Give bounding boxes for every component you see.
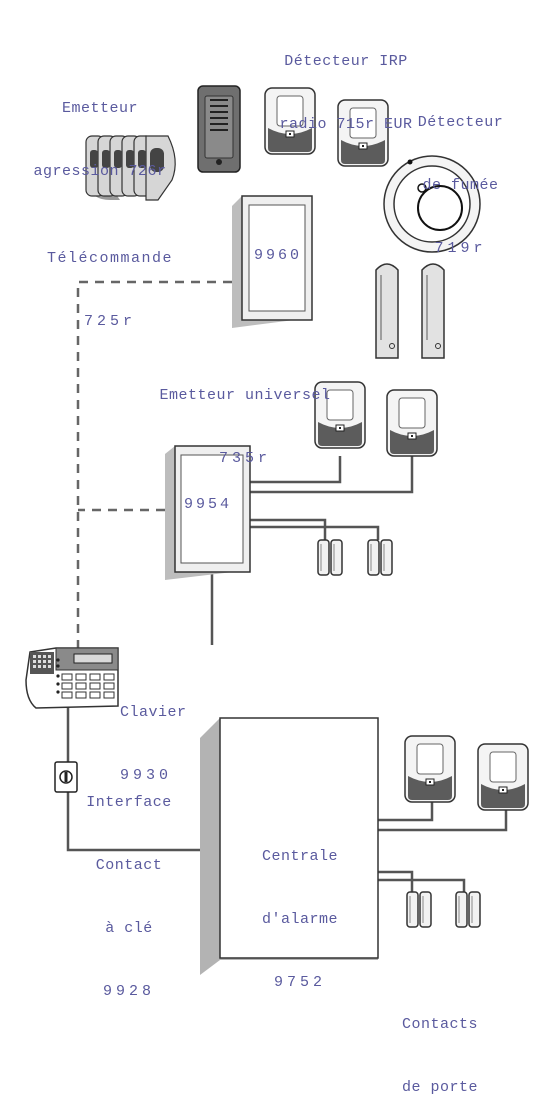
key-fob-icon xyxy=(85,135,176,201)
keypad-line-2: 9930 xyxy=(120,767,173,784)
aggression-emitter-line-1: Emetteur xyxy=(61,100,138,117)
alarm-system-diagram xyxy=(25,85,529,975)
door-contact-icon xyxy=(406,891,432,928)
smoke-detector-line-3: 719r xyxy=(434,240,487,257)
key-contact-line-3: à clé xyxy=(105,920,153,937)
label-key-contact-interface: Interface Contact à clé 9928 xyxy=(74,750,184,1023)
control-panel-9752 xyxy=(200,717,379,975)
control-panel-line-1: Centrale xyxy=(261,848,338,865)
pir-detector-icon xyxy=(404,735,456,803)
universal-emitter-icon xyxy=(375,263,445,359)
control-panel-line-3: 9752 xyxy=(273,974,326,991)
wire-keypad-panel xyxy=(66,705,220,852)
irp-detector-line-1: Détecteur IRP xyxy=(284,53,408,70)
keypad-icon xyxy=(25,647,119,709)
key-contact-line-2: Contact xyxy=(95,857,163,874)
control-panel-line-2: d'alarme xyxy=(261,911,338,928)
label-keypad: Clavier 9930 xyxy=(120,660,230,807)
panic-button-icon xyxy=(197,85,241,173)
door-contact-icon xyxy=(455,891,481,928)
label-irp-detector: Détecteur IRP radio 715r EUR xyxy=(226,9,466,156)
label-remote-control: Télécommande 725r xyxy=(10,206,210,353)
receiver-9960-label: 9960 xyxy=(253,247,302,264)
door-contacts-line-2: de porte xyxy=(401,1079,478,1096)
universal-emitter-line-1: Emetteur universel xyxy=(159,387,331,404)
universal-emitter-line-2: 735r xyxy=(218,450,271,467)
pir-detector-icon xyxy=(386,389,438,457)
receiver-9960 xyxy=(232,195,313,328)
pir-detector-icon xyxy=(477,743,529,811)
smoke-detector-line-1: Détecteur xyxy=(417,114,504,131)
expander-9954-label: 9954 xyxy=(183,496,232,513)
aggression-emitter-line-2: agression 726r xyxy=(33,163,167,180)
label-universal-emitter: Emetteur universel 735r xyxy=(110,343,380,490)
door-contact-icon xyxy=(367,539,393,576)
irp-detector-line-2: radio 715r EUR xyxy=(279,116,413,133)
door-contact-icon xyxy=(317,539,343,576)
key-switch-icon xyxy=(54,761,78,793)
radio-link-lines xyxy=(76,280,232,650)
remote-control-line-1: Télécommande xyxy=(46,250,174,267)
label-aggression-emitter: Emetteur agression 726r xyxy=(0,56,200,203)
door-contacts-line-1: Contacts xyxy=(401,1016,478,1033)
keypad-line-1: Clavier xyxy=(120,704,187,721)
remote-control-line-2: 725r xyxy=(83,313,136,330)
label-control-panel: Centrale d'alarme 9752 xyxy=(222,804,378,1014)
label-door-contacts: Contacts de porte xyxy=(380,972,500,1119)
key-contact-line-4: 9928 xyxy=(102,983,155,1000)
smoke-detector-icon xyxy=(383,155,481,253)
smoke-detector-line-2: de fumée xyxy=(422,177,499,194)
key-contact-line-1: Interface xyxy=(86,794,172,811)
radio-link-9960 xyxy=(76,280,232,650)
wiring xyxy=(66,456,508,892)
label-smoke-detector: Détecteur de fumée 719r xyxy=(388,70,533,280)
expander-9954 xyxy=(165,445,251,580)
